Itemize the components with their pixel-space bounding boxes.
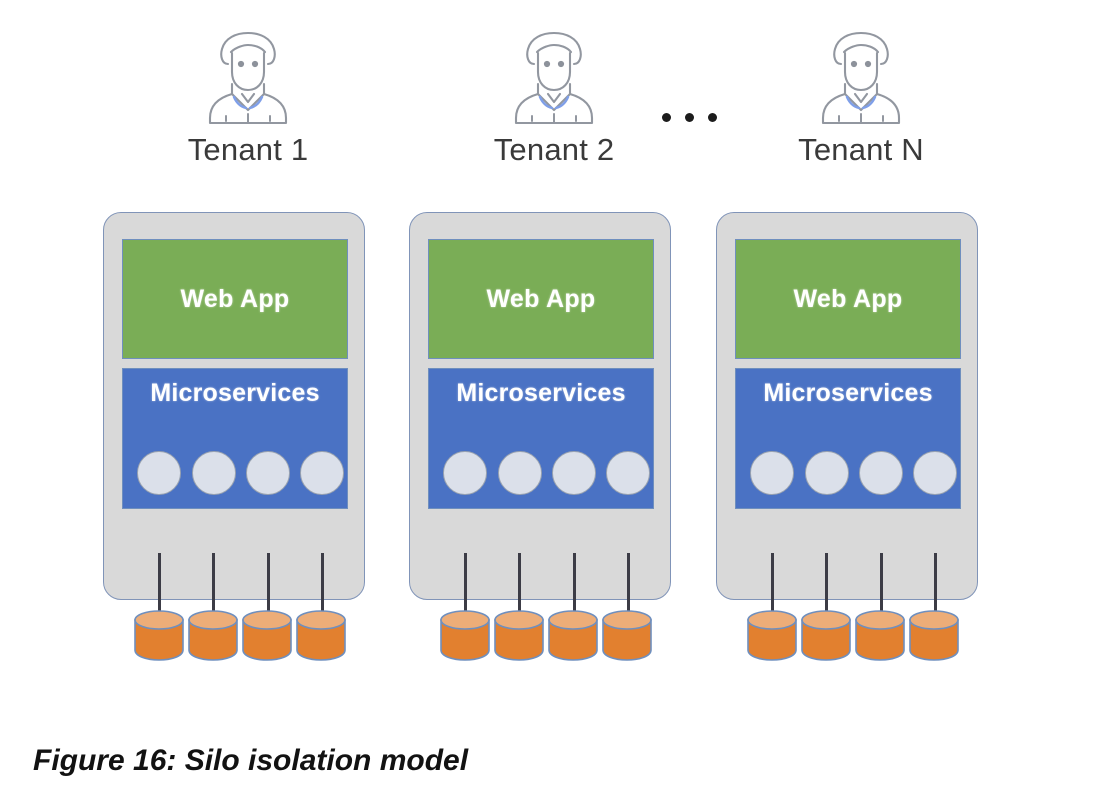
microservices-box: Microservices: [735, 368, 961, 509]
microservices-box: Microservices: [122, 368, 348, 509]
service-node-1: [750, 451, 794, 495]
ellipsis-dot: [708, 113, 717, 122]
database-3: [854, 608, 906, 662]
service-node-1: [137, 451, 181, 495]
database-4: [908, 608, 960, 662]
tenant-panel-n: Web App Microservices: [716, 212, 978, 661]
tenant-column-n: Tenant N Web App Microservices: [716, 0, 1006, 661]
database-1: [439, 608, 491, 662]
service-node-3: [246, 451, 290, 495]
person-icon: [508, 28, 600, 126]
web-app-box: Web App: [428, 239, 654, 359]
connector-4: [627, 553, 630, 615]
connector-3: [267, 553, 270, 615]
database-2: [800, 608, 852, 662]
tenant-label: Tenant N: [798, 132, 924, 167]
tenant-column-2: Tenant 2 Web App Microservices: [409, 0, 699, 661]
connector-4: [934, 553, 937, 615]
connector-3: [573, 553, 576, 615]
web-app-box: Web App: [122, 239, 348, 359]
service-node-2: [805, 451, 849, 495]
service-node-4: [300, 451, 344, 495]
service-node-1: [443, 451, 487, 495]
figure-caption: Figure 16: Silo isolation model: [33, 744, 469, 777]
web-app-label: Web App: [793, 284, 903, 313]
connector-4: [321, 553, 324, 615]
ellipsis-indicator: [662, 113, 717, 122]
connector-3: [880, 553, 883, 615]
tenant-label: Tenant 1: [187, 132, 309, 167]
database-1: [133, 608, 185, 662]
microservices-box: Microservices: [428, 368, 654, 509]
person-icon: [815, 28, 907, 126]
person-icon: [202, 28, 294, 126]
service-node-4: [913, 451, 957, 495]
tenant-column-1: Tenant 1 Web App Microservices: [103, 0, 393, 661]
connector-1: [464, 553, 467, 615]
database-4: [295, 608, 347, 662]
ellipsis-dot: [662, 113, 671, 122]
tenant-header-2: Tenant 2: [409, 0, 699, 180]
web-app-box: Web App: [735, 239, 961, 359]
service-node-3: [552, 451, 596, 495]
ellipsis-dot: [685, 113, 694, 122]
web-app-label: Web App: [486, 284, 596, 313]
connector-1: [158, 553, 161, 615]
database-2: [493, 608, 545, 662]
connector-1: [771, 553, 774, 615]
database-2: [187, 608, 239, 662]
tenant-header-1: Tenant 1: [103, 0, 393, 180]
connector-2: [212, 553, 215, 615]
service-node-3: [859, 451, 903, 495]
service-node-4: [606, 451, 650, 495]
database-1: [746, 608, 798, 662]
connector-2: [518, 553, 521, 615]
tenant-panel-1: Web App Microservices: [103, 212, 365, 661]
microservices-label: Microservices: [150, 379, 320, 407]
service-node-2: [192, 451, 236, 495]
web-app-label: Web App: [180, 284, 290, 313]
tenant-panel-2: Web App Microservices: [409, 212, 671, 661]
database-4: [601, 608, 653, 662]
connector-2: [825, 553, 828, 615]
database-3: [547, 608, 599, 662]
tenant-label: Tenant 2: [493, 132, 615, 167]
database-3: [241, 608, 293, 662]
service-node-2: [498, 451, 542, 495]
microservices-label: Microservices: [456, 379, 626, 407]
microservices-label: Microservices: [763, 379, 933, 407]
tenant-header-n: Tenant N: [716, 0, 1006, 180]
